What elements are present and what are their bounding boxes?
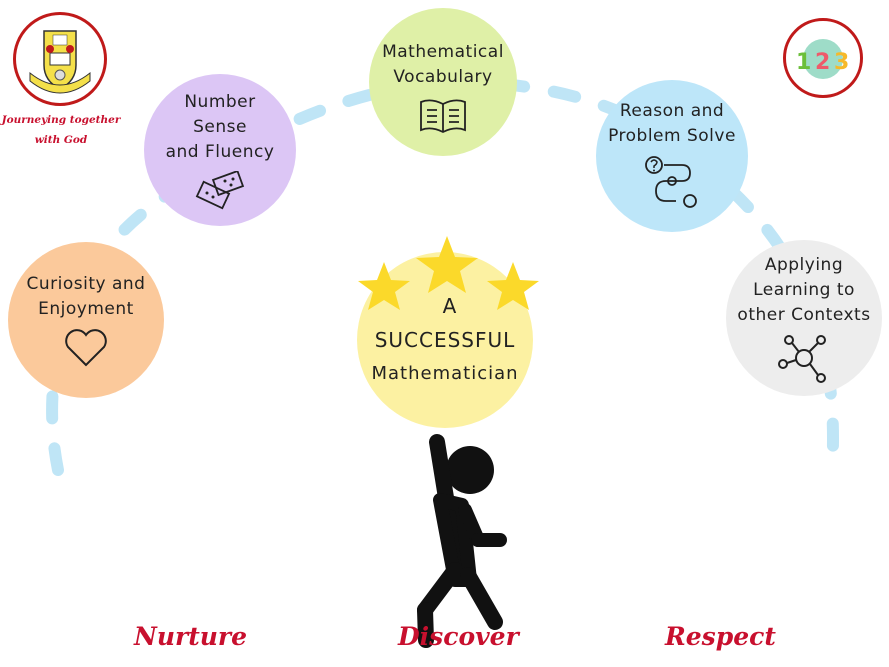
node-curiosity: Curiosity and Enjoyment bbox=[8, 242, 164, 398]
node-text: other Contexts bbox=[737, 304, 871, 325]
node-number-sense: Number Sense and Fluency bbox=[144, 74, 296, 226]
node-reason: Reason and Problem Solve bbox=[596, 80, 748, 232]
node-text: Mathematical bbox=[382, 42, 504, 62]
network-icon bbox=[778, 334, 826, 383]
heart-icon bbox=[65, 329, 107, 367]
center-text: Mathematician bbox=[371, 363, 519, 384]
school-tagline: Journeying together with God bbox=[0, 110, 122, 150]
center-text: A bbox=[442, 294, 458, 318]
center-successful-mathematician: A SUCCESSFUL Mathematician bbox=[357, 252, 533, 428]
tagline-line-1: Journeying together bbox=[1, 114, 121, 126]
maths-123-logo: 1 2 3 bbox=[783, 18, 863, 98]
node-text: Vocabulary bbox=[393, 67, 493, 87]
svg-text:2: 2 bbox=[815, 50, 830, 75]
node-text: Learning to bbox=[753, 279, 855, 300]
value-discover: Discover bbox=[398, 622, 519, 651]
node-text: Reason and bbox=[619, 101, 725, 121]
node-text: Problem Solve bbox=[608, 126, 736, 146]
node-text: Curiosity and bbox=[26, 274, 146, 294]
node-text: Sense bbox=[193, 116, 247, 137]
school-crest-logo bbox=[13, 12, 107, 106]
open-book-icon bbox=[420, 99, 466, 134]
center-text: SUCCESSFUL bbox=[374, 328, 516, 352]
node-text: Enjoyment bbox=[38, 299, 134, 319]
value-respect: Respect bbox=[665, 622, 776, 651]
problem-solving-icon bbox=[645, 156, 697, 208]
value-nurture: Nurture bbox=[134, 622, 248, 651]
node-text: Number bbox=[184, 91, 256, 112]
svg-text:1: 1 bbox=[796, 50, 811, 75]
tagline-line-2: with God bbox=[34, 134, 88, 146]
dominoes-icon bbox=[195, 170, 245, 209]
svg-text:3: 3 bbox=[834, 50, 849, 75]
node-text: and Fluency bbox=[165, 141, 275, 162]
node-text: Applying bbox=[764, 254, 844, 275]
node-applying: Applying Learning to other Contexts bbox=[726, 240, 882, 396]
node-vocabulary: Mathematical Vocabulary bbox=[369, 8, 517, 156]
